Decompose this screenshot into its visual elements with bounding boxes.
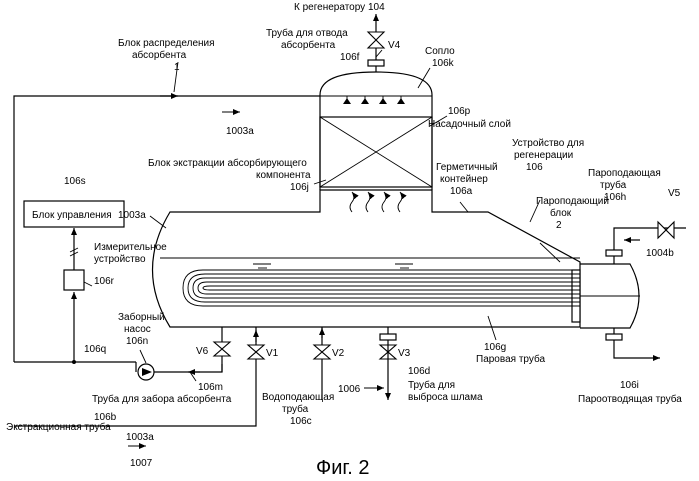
label-absorbent-distribution-2: абсорбента [132,49,187,61]
label-sludge-pipe-1: Труба для [408,379,455,391]
label-intake-pump-2: насос [124,324,151,335]
extraction-column [320,14,432,190]
label-1007: 1007 [130,458,153,469]
label-v2: V2 [332,348,345,359]
label-1003a-left: 1003a [118,210,146,221]
label-extraction-block-2: компонента [256,170,311,181]
sludge-discharge-line [380,327,396,400]
label-steam-block-2: блок [550,207,572,219]
valve-v1-icon [248,345,264,359]
label-steam-block-1: Пароподающий [536,196,609,207]
label-106s: 106s [64,176,86,187]
label-intake-pump-1: Заборный [118,311,165,323]
nozzle-spray-arrows [343,96,405,104]
label-v6: V6 [196,346,209,357]
rising-steam-arrows [350,192,402,212]
label-absorbent-discharge-pipe-2: абсорбента [281,39,336,51]
label-sealed-container-2: контейнер [440,174,488,185]
label-106n: 106n [126,336,148,347]
label-steam-out-pipe: Пароотводящая труба [578,393,682,405]
label-106r: 106r [94,276,115,287]
label-regen-device-2: регенерации [514,150,573,161]
label-v4: V4 [388,40,401,51]
label-packed-layer: Насадочный слой [428,119,511,130]
label-regen-device-1: Устройство для [512,138,584,149]
label-2: 2 [556,220,562,231]
water-supply-line [314,327,330,400]
label-106p: 106p [448,106,471,117]
label-water-pipe-2: труба [282,403,309,415]
label-106a: 106a [450,186,473,197]
label-to-regenerator: К регенератору 104 [294,2,385,13]
valve-v2-icon [314,345,330,359]
label-nozzle: Сопло [425,46,455,57]
label-v3: V3 [398,348,411,359]
label-106i: 106i [620,380,639,391]
label-v5: V5 [668,188,681,199]
label-sealed-container-1: Герметичный [436,162,498,173]
label-steam-supply-pipe-1: Пароподающая [588,168,661,179]
figure-caption: Фиг. 2 [316,457,369,479]
label-106k: 106k [432,58,455,69]
label-absorbent-distribution-1: Блок распределения [118,38,215,49]
label-106d: 106d [408,366,430,377]
label-106c: 106c [290,416,312,427]
label-106q: 106q [84,344,106,355]
label-106h: 106h [604,192,626,203]
label-106: 106 [526,162,543,173]
label-106j: 106j [290,182,309,193]
steam-pipe-bundle [183,222,686,358]
label-extraction-block-1: Блок экстракции абсорбирующего [148,157,307,169]
valve-v4-icon [368,32,384,48]
label-106m: 106m [198,382,223,393]
label-1: 1 [174,62,180,73]
label-extraction-pipe: Экстракционная труба [6,421,111,433]
label-measuring-1: Измерительное [94,242,167,253]
label-106f: 106f [340,52,360,63]
valve-v6-icon [214,342,230,356]
label-water-pipe-1: Водоподающая [262,392,334,403]
label-absorbent-intake-pipe: Труба для забора абсорбента [92,393,232,405]
label-106g: 106g [484,342,506,353]
measuring-device [64,270,84,290]
label-1003a-bottom: 1003a [126,432,154,443]
label-v1: V1 [266,348,279,359]
absorbent-loop [14,96,320,380]
label-measuring-2: устройство [94,254,146,265]
valve-v5-icon [658,222,674,238]
label-sludge-pipe-2: выброса шлама [408,391,483,403]
label-steam-pipe: Паровая труба [476,353,545,365]
label-steam-supply-pipe-2: труба [600,179,627,191]
label-absorbent-discharge-pipe-1: Труба для отвода [266,27,348,39]
label-1006: 1006 [338,384,361,395]
label-1003a-top: 1003a [226,126,254,137]
diagram-labels: К регенератору 104 Труба для отвода абсо… [6,2,682,479]
label-1004b: 1004b [646,248,674,259]
label-control-unit: Блок управления [32,210,112,221]
